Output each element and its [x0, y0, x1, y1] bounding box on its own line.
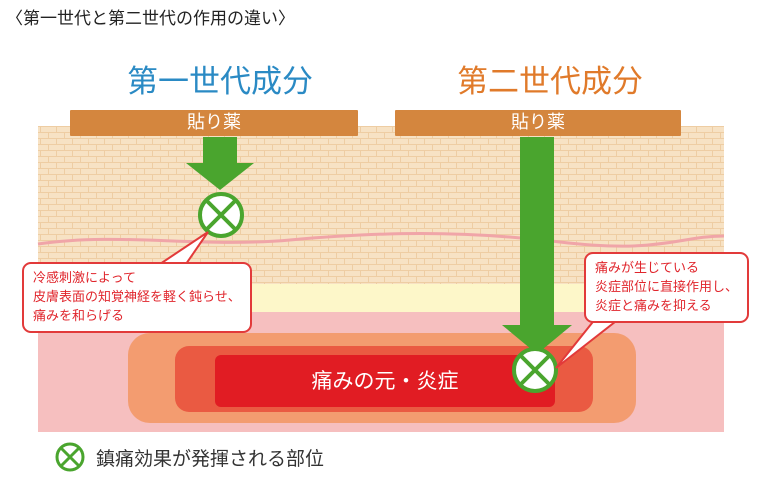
callout-line: 痛みを和らげる [33, 309, 125, 324]
gen2-callout: 痛みが生じている 炎症部位に直接作用し、 炎症と痛みを抑える [584, 252, 750, 323]
callout-line: 炎症部位に直接作用し、 [595, 280, 739, 295]
page-title: 〈第一世代と第二世代の作用の違い〉 [6, 9, 295, 29]
gen1-effect-marker-icon [198, 192, 244, 238]
callout-line: 炎症と痛みを抑える [595, 299, 712, 314]
legend-label: 鎮痛効果が発揮される部位 [96, 448, 325, 470]
sensory-nerve-line [37, 232, 725, 248]
pain-source-label: 痛みの元・炎症 [311, 369, 459, 393]
gen1-arrow [186, 137, 254, 190]
gen1-callout: 冷感刺激によって 皮膚表面の知覚神経を軽く鈍らせ、 痛みを和らげる [22, 262, 252, 333]
gen2-effect-marker-icon [512, 347, 558, 393]
callout-line: 痛みが生じている [595, 261, 700, 276]
legend-marker-icon [55, 442, 85, 472]
callout-line: 皮膚表面の知覚神経を軽く鈍らせ、 [33, 290, 241, 305]
gen2-patch: 貼り薬 [395, 110, 681, 136]
gen2-arrow [502, 137, 572, 354]
callout-line: 冷感刺激によって [33, 271, 136, 286]
gen1-patch: 貼り薬 [70, 110, 358, 136]
gen1-title: 第一世代成分 [127, 64, 313, 100]
gen2-title: 第二世代成分 [457, 64, 643, 100]
inflammation-core [215, 355, 555, 407]
